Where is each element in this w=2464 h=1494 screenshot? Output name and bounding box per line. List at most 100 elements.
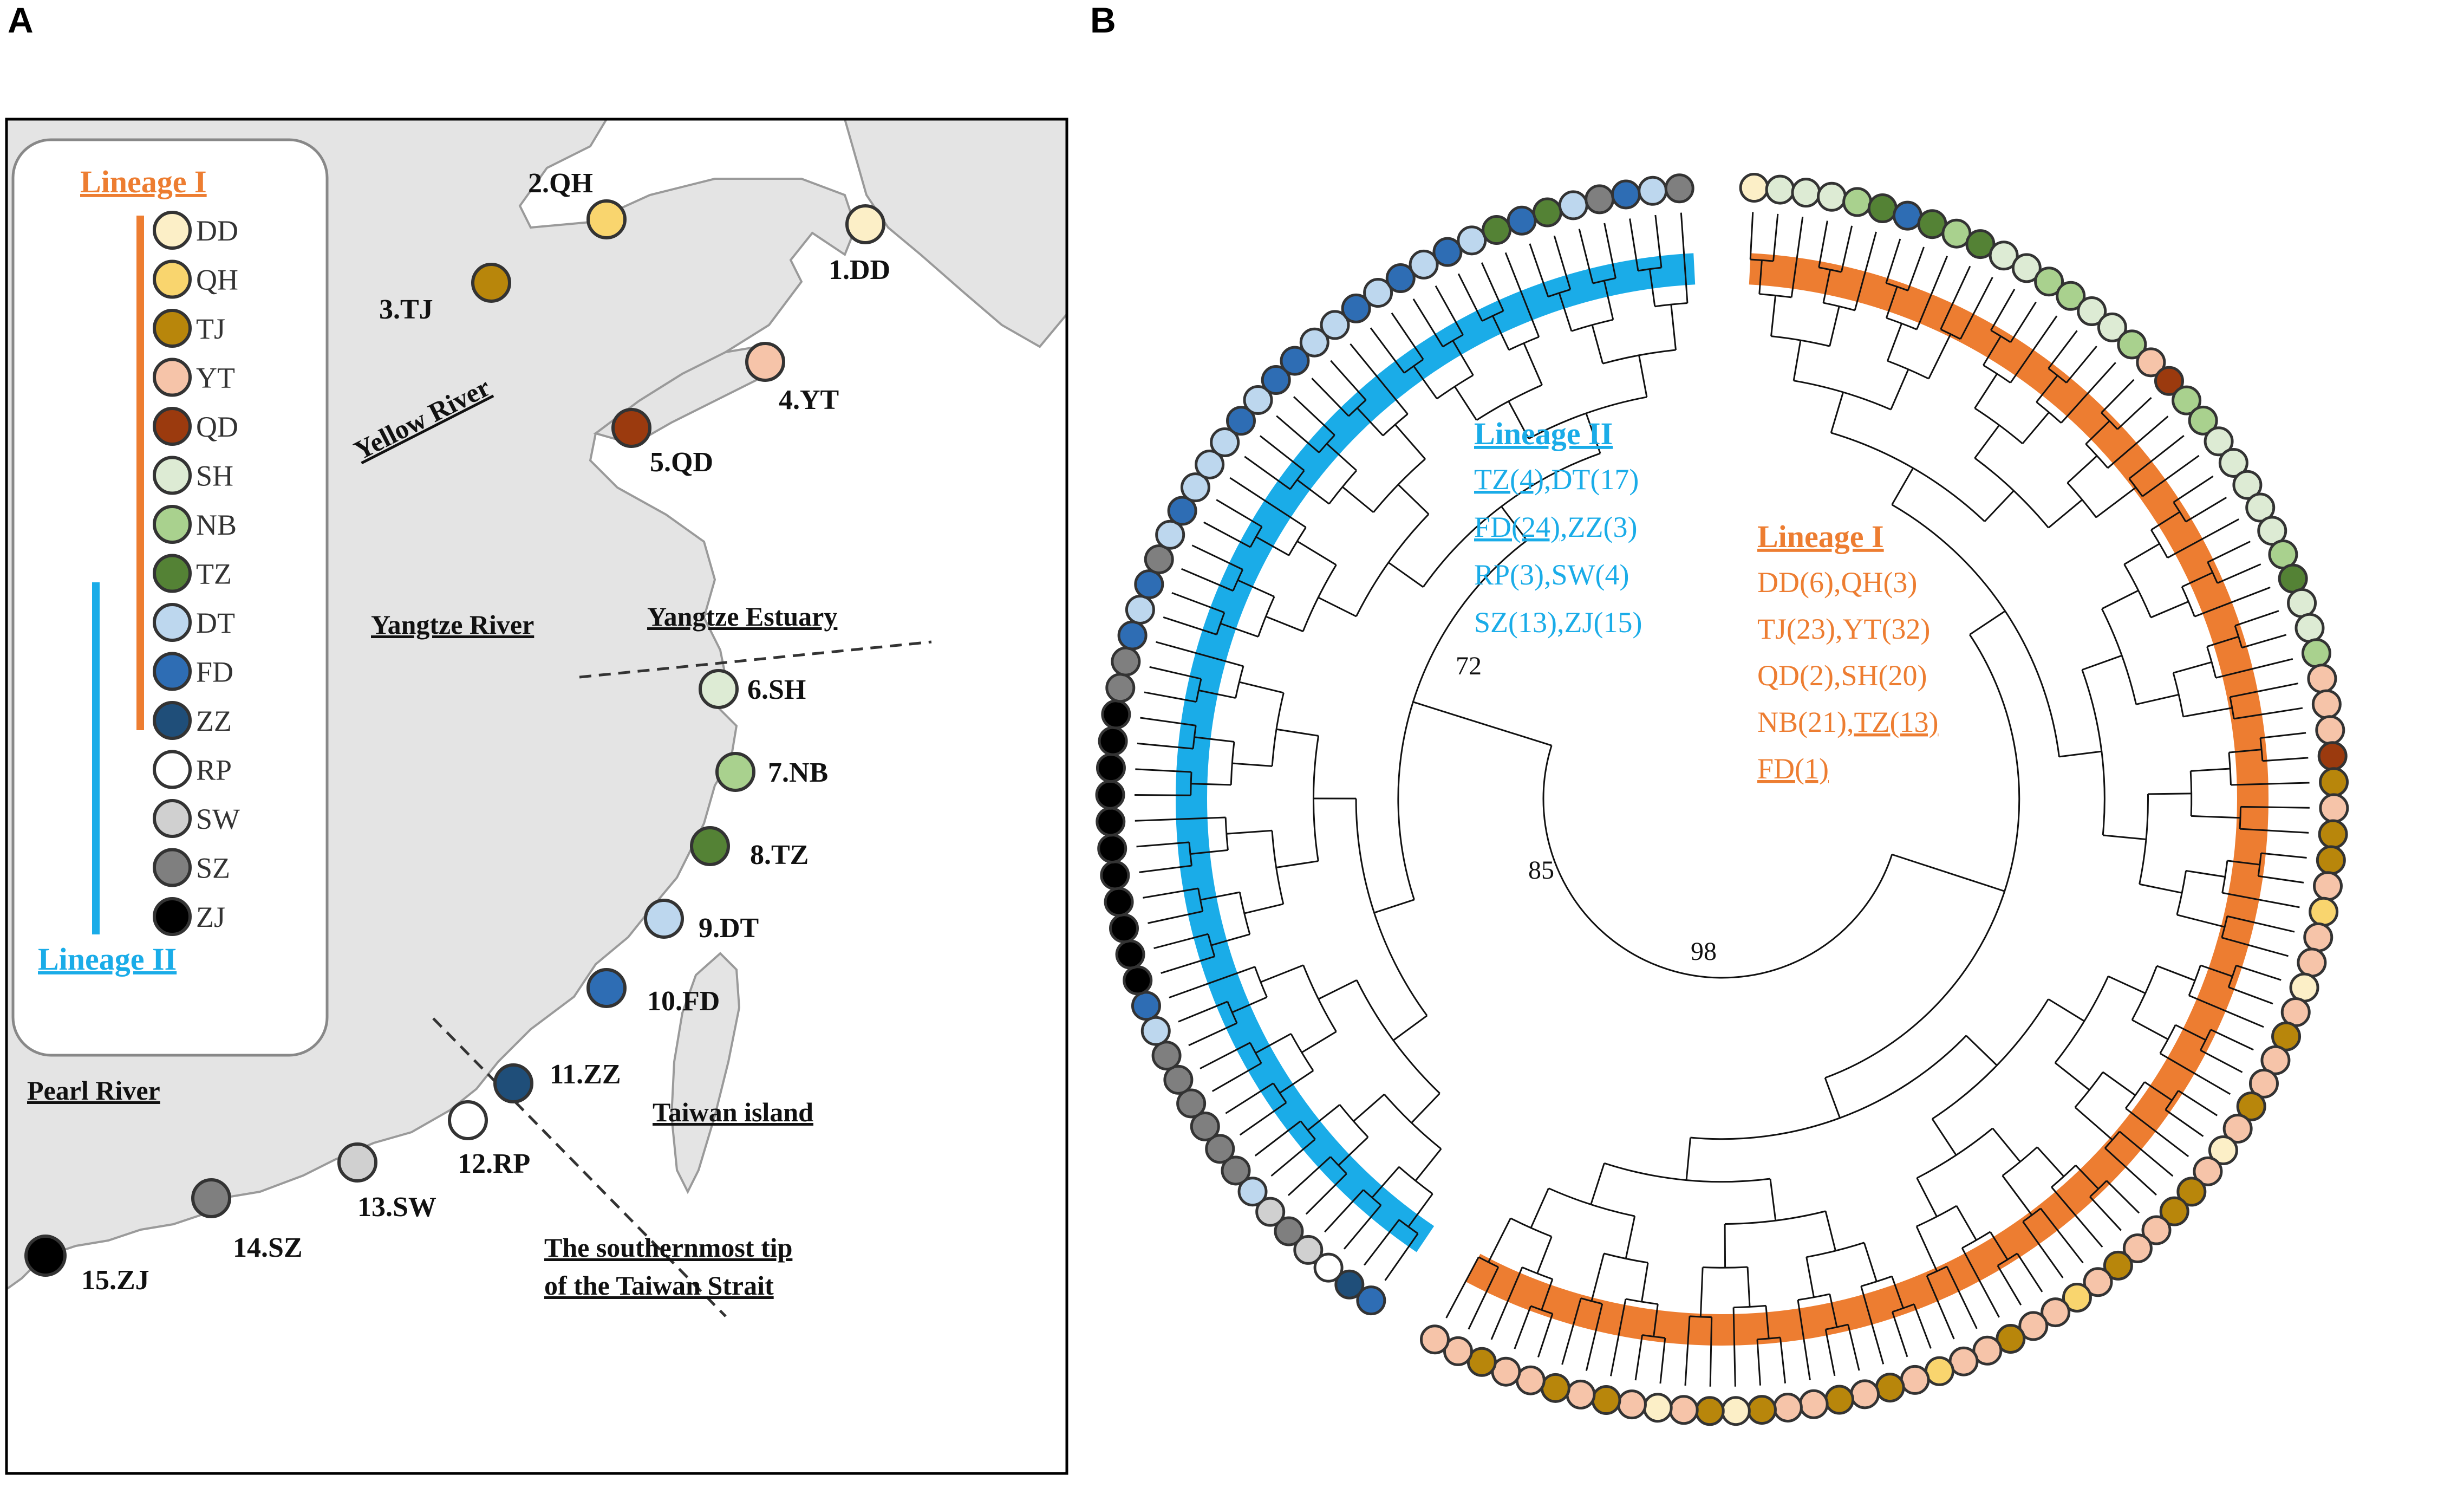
lineage2-row-0: TZ(4),DT(17): [1474, 463, 1639, 496]
tree-branch-128: [2228, 986, 2273, 1005]
tree-branch-340: [1216, 612, 1226, 635]
legend-swatch-sw: [153, 799, 192, 838]
tip-l2-15-zj: [1123, 965, 1153, 996]
tip-l1-58-qh: [2062, 1282, 2092, 1313]
tree-branch-227: [1561, 1298, 1582, 1365]
tree-branch-385: [1452, 340, 1474, 376]
legend-swatch-dt: [153, 603, 192, 642]
tree-branch-157: [2048, 998, 2085, 1022]
lineage2-annotation-title: Lineage II: [1474, 416, 1613, 451]
tree-branch-46: [1974, 424, 2000, 459]
tree-branch-86: [2173, 661, 2212, 674]
tree-branch-323: [1230, 742, 1235, 785]
taiwan-strait-label-line1: The southernmost tip: [544, 1232, 792, 1263]
tree-branch-267: [1270, 1138, 1316, 1177]
tree-branch-312: [1226, 829, 1273, 835]
tree-branch-377: [1388, 562, 1424, 588]
tip-l2-6-dt: [1237, 1177, 1268, 1207]
tip-l1-6-fd: [1892, 200, 1922, 231]
tree-branch-161: [2075, 1165, 2099, 1190]
tree-branch-424: [1542, 745, 1893, 979]
tree-branch-196: [1824, 1329, 1836, 1376]
tree-branch-151: [2104, 1147, 2157, 1196]
tree-branch-330: [1235, 666, 1244, 698]
tree-branch-188: [1913, 1304, 1932, 1349]
tree-branch-204: [1779, 1337, 1787, 1383]
site-label-dt: 9.DT: [699, 913, 759, 944]
tree-branch-418: [1422, 452, 1601, 588]
tree-branch-174: [1989, 1231, 2009, 1261]
legend-label-sh: SH: [196, 460, 233, 492]
tree-branch-39: [2065, 346, 2097, 384]
tip-l2-39-fd: [1261, 365, 1291, 395]
tree-branch-270: [1307, 1104, 1340, 1131]
tree-branch-320: [1140, 717, 1196, 726]
site-label-sh: 6.SH: [747, 674, 806, 705]
legend-swatch-fd: [153, 652, 192, 691]
tree-branch-10: [1822, 269, 1831, 303]
lineage2-row-2: RP(3),SW(4): [1474, 558, 1629, 591]
tree-branch-21: [1886, 317, 1918, 330]
tree-branch-71: [2207, 541, 2251, 563]
tip-l1-43-dd: [2289, 972, 2319, 1003]
tree-branch-44: [2022, 412, 2050, 444]
tip-l1-2-sh: [1791, 178, 1821, 208]
tree-branch-149: [2102, 1071, 2136, 1096]
tip-l1-47-yt: [2248, 1068, 2279, 1099]
tree-branch-170: [1992, 1127, 2021, 1162]
tree-branch-282: [1255, 1033, 1292, 1054]
tip-l2-21-zj: [1096, 807, 1126, 837]
site-label-rp: 12.RP: [458, 1148, 530, 1179]
lineage2-row-3-seg-0: SZ(13),ZJ(15): [1474, 606, 1642, 639]
tree-branch-274: [1411, 1093, 1440, 1123]
tree-branch-67: [2150, 511, 2180, 531]
tree-branch-120: [2139, 883, 2182, 894]
tip-l2-7-sz: [1221, 1155, 1251, 1186]
lineage1-annotation: Lineage I DD(6),QH(3)TJ(23),YT(32)QD(2),…: [1757, 519, 1938, 785]
tip-l2-43-fd: [1341, 293, 1371, 323]
tip-l1-78-yt: [1566, 1379, 1596, 1409]
tip-l1-33-yt: [2315, 715, 2345, 745]
site-marker-nb-dot: [715, 752, 755, 792]
tree-branch-295: [1393, 1015, 1427, 1041]
tree-branch-105: [2191, 815, 2241, 819]
panel-b-label: B: [1090, 0, 1116, 40]
tip-l1-56-tj: [2103, 1250, 2133, 1281]
tree-branch-420: [1397, 540, 1528, 900]
tree-branch-400: [1558, 293, 1573, 332]
pearl-river-label: Pearl River: [27, 1075, 160, 1106]
legend-swatch-sh: [153, 456, 192, 495]
site-marker-sw-dot: [337, 1142, 377, 1183]
tip-l1-1-sh: [1765, 174, 1795, 205]
site-marker-sw: 13.SW: [337, 1142, 436, 1223]
tip-l1-15-sh: [2097, 312, 2127, 342]
tip-l1-19-nb: [2172, 385, 2202, 415]
tree-branch-240: [1445, 1256, 1479, 1318]
tree-branch-398: [1553, 235, 1572, 290]
tip-l1-18-qd: [2154, 366, 2184, 396]
tree-branch-113: [2221, 860, 2228, 893]
tree-branch-368: [1330, 360, 1367, 401]
tree-branch-138: [2160, 1053, 2231, 1095]
tree-branch-280: [1200, 1042, 1251, 1070]
tip-l1-71-tj: [1746, 1395, 1777, 1425]
tree-branch-88: [2233, 707, 2303, 720]
tree-branch-158: [2106, 1180, 2140, 1214]
tree-branch-263: [1305, 1173, 1347, 1215]
tree-branch-212: [1684, 1316, 1691, 1386]
site-label-zj: 15.ZJ: [81, 1265, 149, 1296]
lineage2-row-1: FD(24),ZZ(3): [1474, 511, 1637, 543]
tip-l2-33-fd: [1167, 496, 1197, 526]
tip-l2-37-fd: [1226, 406, 1256, 436]
tree-branch-258: [1324, 1189, 1364, 1233]
tree-branch-83: [2207, 635, 2239, 647]
tree-branch-396: [1508, 401, 1530, 439]
tree-branch-356: [1318, 596, 1357, 618]
tip-l2-44-dt: [1363, 278, 1393, 308]
tip-l1-28-sh: [2287, 588, 2317, 618]
tree-branch-327: [1195, 678, 1202, 702]
tip-l1-38-tj: [2316, 845, 2346, 875]
tree-branch-255: [1398, 1219, 1419, 1235]
tree-branch-32: [2010, 301, 2037, 343]
